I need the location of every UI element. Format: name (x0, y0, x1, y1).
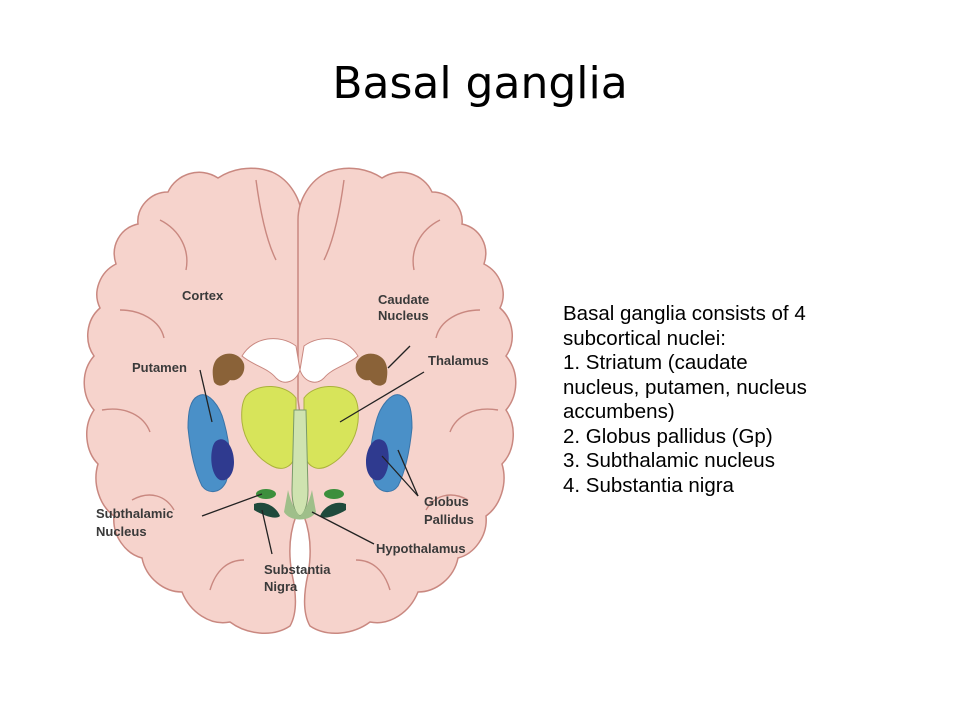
hypothalamus-region (284, 490, 316, 520)
note-line: 1. Striatum (caudate (563, 351, 748, 374)
brain-coronal-section-figure: Cortex Caudate Nucleus Thalamus Putamen … (40, 160, 560, 650)
right-subthalamic-nucleus (324, 489, 344, 499)
label-substantia-line2: Nigra (264, 579, 298, 594)
label-thalamus: Thalamus (428, 353, 489, 368)
left-thalamus (241, 386, 297, 469)
note-line: 4. Substantia nigra (563, 473, 734, 497)
label-substantia-line1: Substantia (264, 562, 331, 577)
label-globus-line1: Globus (424, 494, 469, 509)
note-line: accumbens) (563, 400, 675, 423)
note-line: subcortical nuclei: (563, 326, 726, 350)
label-putamen: Putamen (132, 360, 187, 375)
note-line: Basal ganglia consists of 4 (563, 302, 806, 325)
right-globus-pallidus (366, 439, 389, 481)
right-caudate-nucleus (355, 353, 388, 386)
sulci (101, 179, 499, 591)
label-caudate-line2: Nucleus (378, 308, 429, 323)
right-thalamus (303, 386, 359, 469)
third-ventricle (291, 409, 309, 517)
left-substantia-nigra (254, 502, 280, 518)
left-subthalamic-nucleus (256, 489, 276, 499)
label-globus-line2: Pallidus (424, 512, 474, 527)
label-hypothalamus: Hypothalamus (376, 541, 466, 556)
brain-diagram: Cortex Caudate Nucleus Thalamus Putamen … (83, 167, 517, 634)
left-caudate-nucleus (212, 353, 245, 386)
right-substantia-nigra (320, 502, 346, 518)
description-text: Basal ganglia consists of 4 subcortical … (563, 302, 903, 498)
label-caudate-line1: Caudate (378, 292, 429, 307)
note-line: 2. Globus pallidus (Gp) (563, 424, 773, 448)
label-cortex: Cortex (182, 288, 224, 303)
label-subthalamic-line2: Nucleus (96, 524, 147, 539)
note-line: nucleus, putamen, nucleus (563, 375, 807, 399)
lateral-ventricles (241, 338, 359, 383)
note-line: 3. Subthalamic nucleus (563, 449, 775, 472)
label-subthalamic-line1: Subthalamic (96, 506, 173, 521)
left-globus-pallidus (211, 439, 234, 481)
slide-title: Basal ganglia (332, 58, 628, 109)
leader-lines (199, 345, 425, 555)
